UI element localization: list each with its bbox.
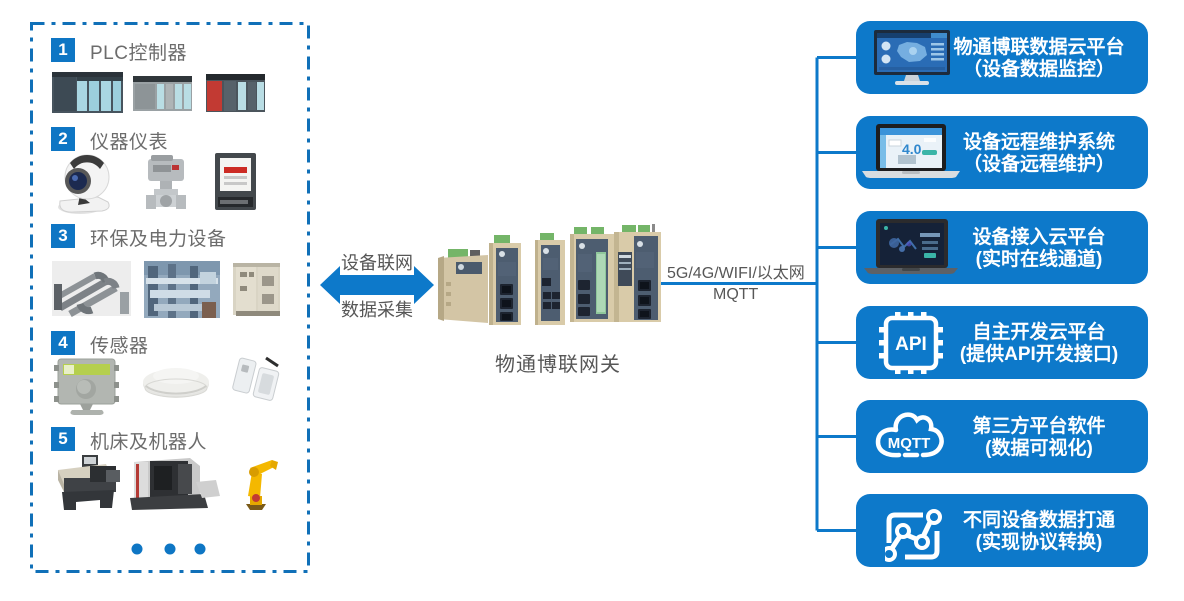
svg-text:4.0: 4.0 (902, 141, 922, 157)
svg-text:API: API (895, 334, 927, 355)
svg-text:MQTT: MQTT (888, 435, 931, 452)
